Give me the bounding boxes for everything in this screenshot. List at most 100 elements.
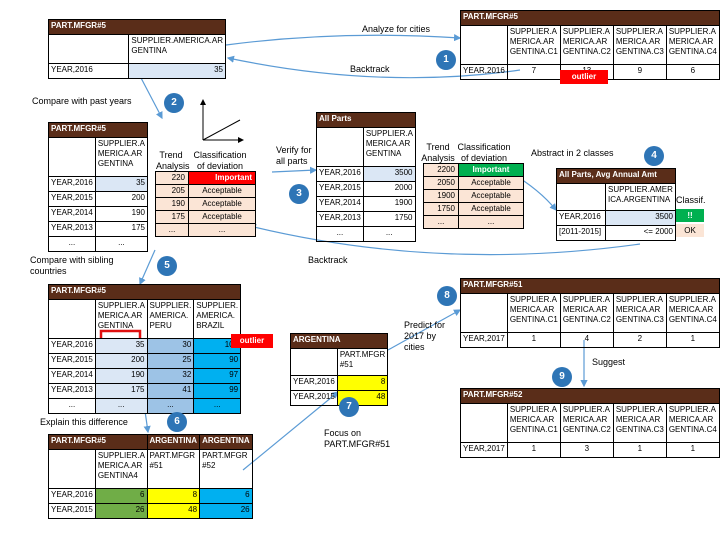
table-title: ARGENTINA [289, 333, 389, 349]
label-focus: Focus on PART.MFGR#51 [324, 428, 391, 449]
class-value: Acceptable [458, 202, 524, 216]
label-compare-past: Compare with past years [32, 96, 132, 106]
col-header: SUPPLIER.AMER ICA.ARGENTINA [605, 183, 676, 211]
col-header: SUPPLIER.A MERICA.AR GENTINA.C2 [559, 293, 614, 333]
cell-value: ... [94, 398, 148, 414]
cell-value: ... [94, 236, 149, 252]
step-2: 2 [164, 93, 184, 113]
cell-value: ... [362, 226, 416, 242]
group-header: ARGENTINA [199, 434, 253, 450]
table-past-years: PART.MFGR#5 SUPPLIER.A MERICA.AR GENTINA… [48, 122, 149, 252]
trend-value: 1750 [423, 202, 459, 216]
col-header: SUPPLIER.A MERICA.AR GENTINA [94, 299, 148, 339]
classdev-label: Classification of deviation [457, 142, 511, 163]
trend-value: 2200 [423, 163, 459, 177]
row-label: [2011-2015] [556, 225, 606, 241]
row-label: YEAR,2017 [460, 442, 508, 458]
col-header: SUPPLIER.A MERICA.AR GENTINA [362, 127, 416, 167]
table-avg-amt: All Parts, Avg Annual Amt SUPPLIER.AMER … [556, 168, 676, 241]
cell-value: 35 [94, 176, 149, 192]
trend-value: 220 [155, 171, 189, 185]
trend-value: 1900 [423, 189, 459, 203]
class-value: Acceptable [458, 189, 524, 203]
cell-value: 190 [94, 368, 148, 384]
step-6: 6 [167, 412, 187, 432]
row-label: YEAR,2016 [48, 338, 96, 354]
row-label: YEAR,2013 [48, 383, 96, 399]
cell-value: 35 [94, 338, 148, 354]
table-title: PART.MFGR#5 [460, 10, 720, 26]
cell-value: 8 [146, 488, 201, 504]
row-label: ... [48, 236, 96, 252]
cell-value: 30 [146, 338, 195, 354]
trend-label: Trend Analysis [421, 142, 455, 163]
table-title: PART.MFGR#5 [48, 19, 226, 35]
row-label: YEAR,2016 [460, 64, 508, 80]
class-value: Acceptable [188, 184, 256, 198]
row-label: YEAR,2013 [48, 221, 96, 237]
cell-value: 1900 [362, 196, 416, 212]
cell-value: 99 [193, 383, 242, 399]
row-label: YEAR,2014 [48, 368, 96, 384]
class-value: Important [458, 163, 524, 177]
cell-value: 175 [94, 221, 149, 237]
row-label: YEAR,2013 [316, 211, 364, 227]
cell-value: 35 [128, 63, 226, 79]
class-value: Important [188, 171, 256, 185]
trend-label: Trend Analysis [156, 150, 190, 171]
col-header: SUPPLIER.A MERICA.AR GENTINA.C1 [506, 293, 561, 333]
cell-value: 4 [559, 332, 614, 348]
label-backtrack-top: Backtrack [350, 64, 390, 74]
step-8: 8 [437, 286, 457, 306]
row-label: YEAR,2014 [316, 196, 364, 212]
cell-value: 6 [94, 488, 148, 504]
row-label: YEAR,2016 [48, 488, 96, 504]
step-4: 4 [644, 146, 664, 166]
row-label: YEAR,2016 [556, 210, 606, 226]
cell-value: 3500 [362, 166, 416, 182]
cell-value: 26 [199, 503, 253, 519]
label-compare-siblings: Compare with sibling countries [30, 255, 114, 276]
col-header: SUPPLIER.A MERICA.AR GENTINA.C1 [506, 25, 561, 65]
row-label: YEAR,2016 [47, 63, 130, 79]
cell-value: 2000 [362, 181, 416, 197]
cell-value: 26 [94, 503, 148, 519]
class-value: Acceptable [188, 210, 256, 224]
label-explain: Explain this difference [40, 417, 128, 427]
row-label: ... [316, 226, 364, 242]
row-label: YEAR,2015 [48, 353, 96, 369]
col-header: PART.MFGR #51 [146, 449, 201, 489]
col-header: SUPPLIER.A MERICA.AR GENTINA.C1 [506, 403, 561, 443]
cell-value: 6 [199, 488, 253, 504]
cell-value: 1 [612, 442, 667, 458]
table-title: PART.MFGR#5 [48, 122, 148, 138]
label-abstract: Abstract in 2 classes [531, 148, 614, 158]
classif-important: !! [676, 209, 704, 222]
table-title: PART.MFGR#5 [47, 284, 242, 300]
table-title: All Parts [316, 112, 416, 128]
col-header: SUPPLIER.A MERICA.AR GENTINA.C2 [559, 25, 614, 65]
col-header: SUPPLIER.A MERICA.AR GENTINA [94, 137, 149, 177]
table-predict-51: PART.MFGR#51 SUPPLIER.A MERICA.AR GENTIN… [460, 278, 720, 348]
trend-value: 190 [155, 197, 189, 211]
class-value: ... [458, 215, 524, 229]
table-siblings: PART.MFGR#5 SUPPLIER.A MERICA.AR GENTINA… [47, 284, 242, 414]
row-label: YEAR,2016 [290, 375, 338, 391]
table-all-parts: All Parts SUPPLIER.A MERICA.AR GENTINA Y… [316, 112, 416, 242]
cell-value: 97 [193, 368, 242, 384]
col-header: SUPPLIER. AMERICA. PERU [146, 299, 195, 339]
label-suggest: Suggest [592, 357, 626, 367]
col-header: PART.MFGR #51 [336, 348, 389, 376]
cell-value: 32 [146, 368, 195, 384]
col-header: SUPPLIER.A MERICA.AR GENTINA.C3 [612, 25, 667, 65]
cell-value: 175 [94, 383, 148, 399]
group-header: ARGENTINA [146, 434, 201, 450]
row-label: ... [48, 398, 96, 414]
label-analyze: Analyze for cities [362, 24, 431, 34]
class-value: Acceptable [188, 197, 256, 211]
table-suggest-52: PART.MFGR#52 SUPPLIER.A MERICA.AR GENTIN… [460, 388, 720, 458]
row-label: YEAR,2017 [460, 332, 508, 348]
cell-value: 2 [612, 332, 667, 348]
